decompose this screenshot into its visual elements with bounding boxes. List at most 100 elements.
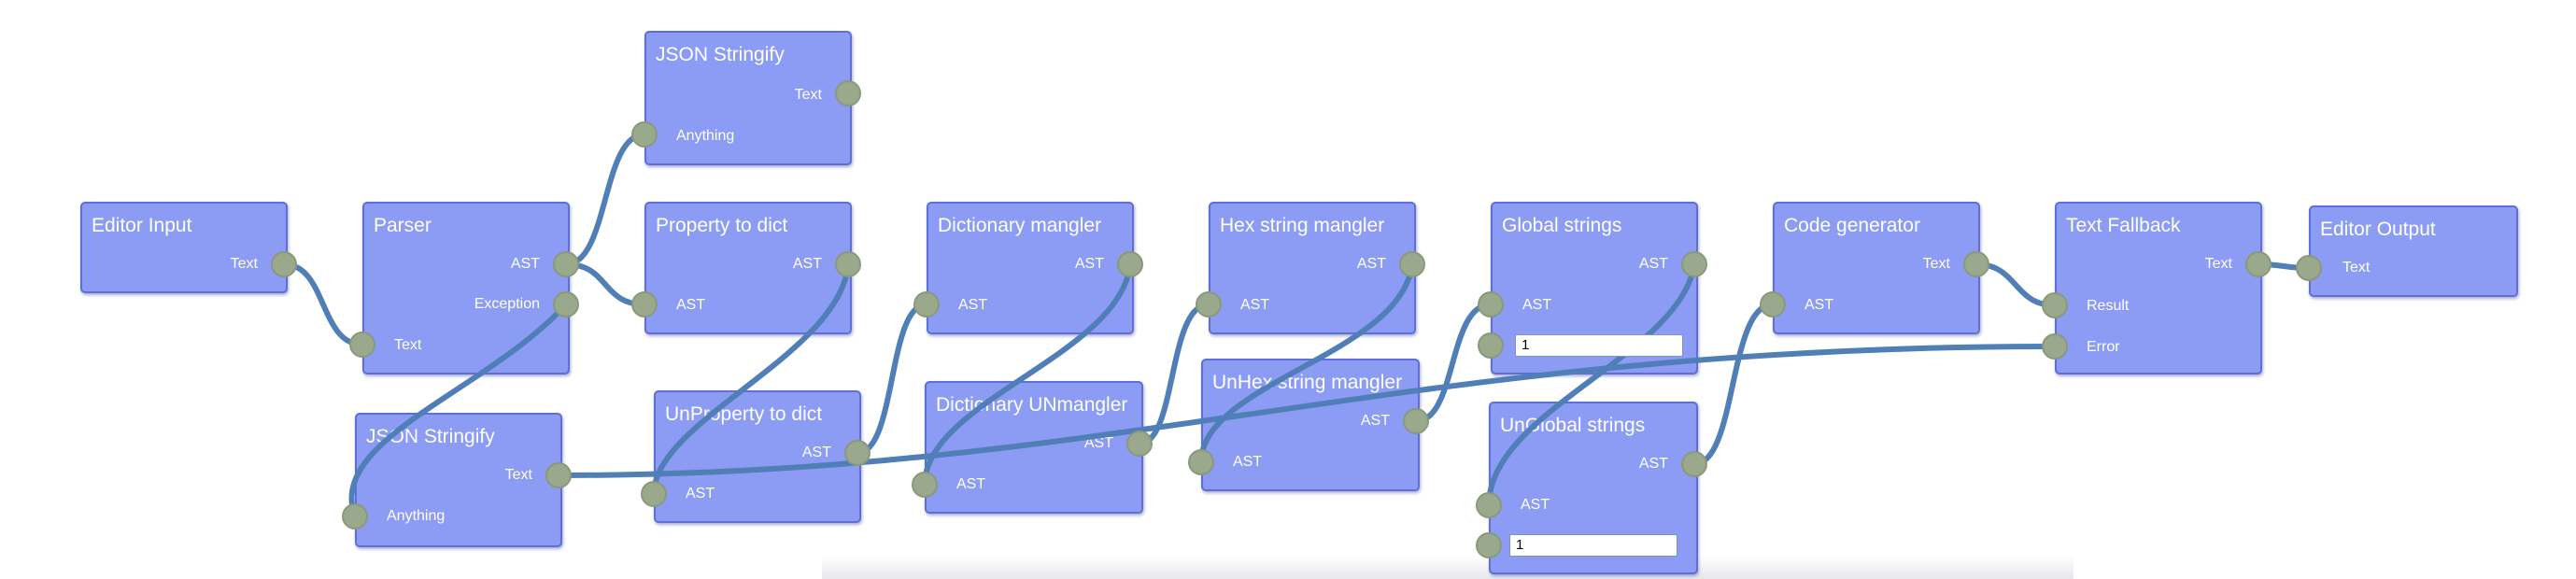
node-editor-output[interactable]: Editor Output Text bbox=[2309, 205, 2518, 297]
unglobal-strings-number-field[interactable]: 1 bbox=[1509, 534, 1677, 557]
port-editor-output-text-in[interactable] bbox=[2296, 255, 2322, 281]
output-label-text: Text bbox=[1922, 256, 1950, 272]
port-parser-exception-out[interactable] bbox=[553, 291, 579, 318]
node-title: JSON Stringify bbox=[656, 44, 785, 65]
node-title: Dictionary UNmangler bbox=[936, 394, 1128, 416]
port-json-top-text-out[interactable] bbox=[835, 80, 861, 106]
node-text-fallback[interactable]: Text Fallback Text Result Error bbox=[2055, 202, 2262, 374]
output-label-text: Text bbox=[504, 467, 532, 483]
wire-unhex-to-global[interactable] bbox=[1413, 302, 1493, 424]
port-unproperty-ast-out[interactable] bbox=[844, 440, 870, 466]
global-strings-number-field[interactable]: 1 bbox=[1515, 334, 1683, 357]
port-global-ast-in[interactable] bbox=[1478, 291, 1504, 318]
port-json-top-anything-in[interactable] bbox=[631, 121, 658, 148]
input-label-ast: AST bbox=[1240, 297, 1270, 313]
input-label-ast: AST bbox=[1805, 297, 1834, 313]
input-label-text: Text bbox=[394, 337, 422, 353]
node-title: UnProperty to dict bbox=[665, 403, 823, 425]
node-property-to-dict[interactable]: Property to dict AST AST bbox=[644, 202, 852, 334]
wire-unmangler-to-hex[interactable] bbox=[1137, 302, 1211, 446]
input-label-ast: AST bbox=[1233, 454, 1263, 470]
port-unglobal-ast-out[interactable] bbox=[1681, 451, 1707, 477]
port-global-ast-out[interactable] bbox=[1681, 251, 1707, 277]
wire-unglobal-to-codegen[interactable] bbox=[1691, 302, 1776, 467]
port-unhex-ast-in[interactable] bbox=[1188, 449, 1214, 475]
node-title: Parser bbox=[374, 215, 432, 236]
output-label-ast: AST bbox=[1638, 256, 1668, 272]
node-title: Dictionary mangler bbox=[938, 215, 1102, 236]
node-code-generator[interactable]: Code generator Text AST bbox=[1773, 202, 1980, 334]
node-dictionary-unmangler[interactable]: Dictionary UNmangler AST AST bbox=[925, 381, 1143, 514]
port-parser-text-in[interactable] bbox=[349, 332, 375, 358]
node-title: JSON Stringify bbox=[366, 426, 495, 447]
port-codegen-ast-in[interactable] bbox=[1760, 291, 1786, 318]
port-fallback-text-out[interactable] bbox=[2245, 251, 2272, 277]
port-dict-mangler-ast-in[interactable] bbox=[913, 291, 940, 318]
node-title: Property to dict bbox=[656, 215, 788, 236]
node-title: UnHex string mangler bbox=[1212, 372, 1403, 393]
port-dict-unmangler-ast-out[interactable] bbox=[1126, 431, 1153, 457]
node-unhex-string-mangler[interactable]: UnHex string mangler AST AST bbox=[1201, 359, 1420, 491]
port-parser-ast-out[interactable] bbox=[553, 251, 579, 277]
port-unglobal-number-in[interactable] bbox=[1476, 532, 1502, 558]
node-editor-input[interactable]: Editor Input Text bbox=[80, 202, 288, 293]
input-label-anything: Anything bbox=[676, 128, 735, 144]
input-label-ast: AST bbox=[676, 297, 706, 313]
node-hex-string-mangler[interactable]: Hex string mangler AST AST bbox=[1209, 202, 1416, 334]
output-label-ast: AST bbox=[1356, 256, 1386, 272]
port-unproperty-ast-in[interactable] bbox=[641, 481, 667, 507]
port-editor-input-text-out[interactable] bbox=[271, 251, 297, 277]
node-title: Global strings bbox=[1502, 215, 1622, 236]
input-label-ast: AST bbox=[1522, 297, 1552, 313]
node-dictionary-mangler[interactable]: Dictionary mangler AST AST bbox=[927, 202, 1134, 334]
node-json-stringify-top[interactable]: JSON Stringify Text Anything bbox=[644, 31, 852, 165]
node-title: Hex string mangler bbox=[1220, 215, 1385, 236]
port-global-number-in[interactable] bbox=[1478, 332, 1504, 359]
port-json-bottom-anything-in[interactable] bbox=[342, 503, 368, 530]
node-title: UnGlobal strings bbox=[1500, 415, 1646, 436]
output-label-ast: AST bbox=[1083, 435, 1113, 451]
port-unhex-ast-out[interactable] bbox=[1403, 408, 1429, 434]
port-dict-mangler-ast-out[interactable] bbox=[1117, 251, 1143, 277]
output-label-ast: AST bbox=[792, 256, 822, 272]
port-fallback-result-in[interactable] bbox=[2042, 292, 2068, 318]
wire-parser-to-json-top[interactable] bbox=[563, 132, 647, 267]
input-label-ast: AST bbox=[1521, 497, 1550, 513]
output-label-text: Text bbox=[2204, 256, 2232, 272]
input-label-result: Result bbox=[2087, 298, 2130, 314]
port-hex-mangler-ast-out[interactable] bbox=[1399, 251, 1425, 277]
node-json-stringify-bottom[interactable]: JSON Stringify Text Anything bbox=[355, 413, 562, 547]
node-title: Editor Input bbox=[92, 215, 192, 236]
output-label-ast: AST bbox=[510, 256, 540, 272]
port-unglobal-ast-in[interactable] bbox=[1476, 492, 1502, 518]
node-parser[interactable]: Parser AST Exception Text bbox=[362, 202, 570, 374]
input-label-ast: AST bbox=[958, 297, 988, 313]
input-label-ast: AST bbox=[686, 486, 715, 501]
output-label-ast: AST bbox=[1074, 256, 1104, 272]
node-unproperty-to-dict[interactable]: UnProperty to dict AST AST bbox=[654, 390, 861, 523]
node-title: Text Fallback bbox=[2066, 215, 2181, 236]
output-label-text: Text bbox=[794, 87, 822, 103]
wire-unproperty-to-dict-mangler[interactable] bbox=[855, 302, 929, 456]
input-label-anything: Anything bbox=[387, 508, 446, 524]
canvas-bottom-shade bbox=[822, 557, 2074, 579]
input-label-ast: AST bbox=[956, 476, 986, 492]
port-hex-mangler-ast-in[interactable] bbox=[1196, 291, 1222, 318]
output-label-ast: AST bbox=[801, 445, 831, 460]
output-label-text: Text bbox=[230, 256, 258, 272]
port-property-ast-in[interactable] bbox=[631, 291, 658, 318]
output-label-ast: AST bbox=[1638, 456, 1668, 472]
port-property-ast-out[interactable] bbox=[835, 251, 861, 277]
output-label-ast: AST bbox=[1360, 413, 1390, 429]
port-json-bottom-text-out[interactable] bbox=[545, 462, 572, 488]
port-fallback-error-in[interactable] bbox=[2042, 333, 2068, 360]
node-title: Code generator bbox=[1784, 215, 1920, 236]
input-label-error: Error bbox=[2087, 339, 2120, 355]
node-title: Editor Output bbox=[2320, 219, 2436, 240]
port-dict-unmangler-ast-in[interactable] bbox=[912, 472, 938, 498]
port-codegen-text-out[interactable] bbox=[1963, 251, 1989, 277]
input-label-text: Text bbox=[2342, 260, 2371, 275]
output-label-exception: Exception bbox=[474, 296, 540, 312]
wire-editor-input-to-parser[interactable] bbox=[281, 261, 365, 347]
